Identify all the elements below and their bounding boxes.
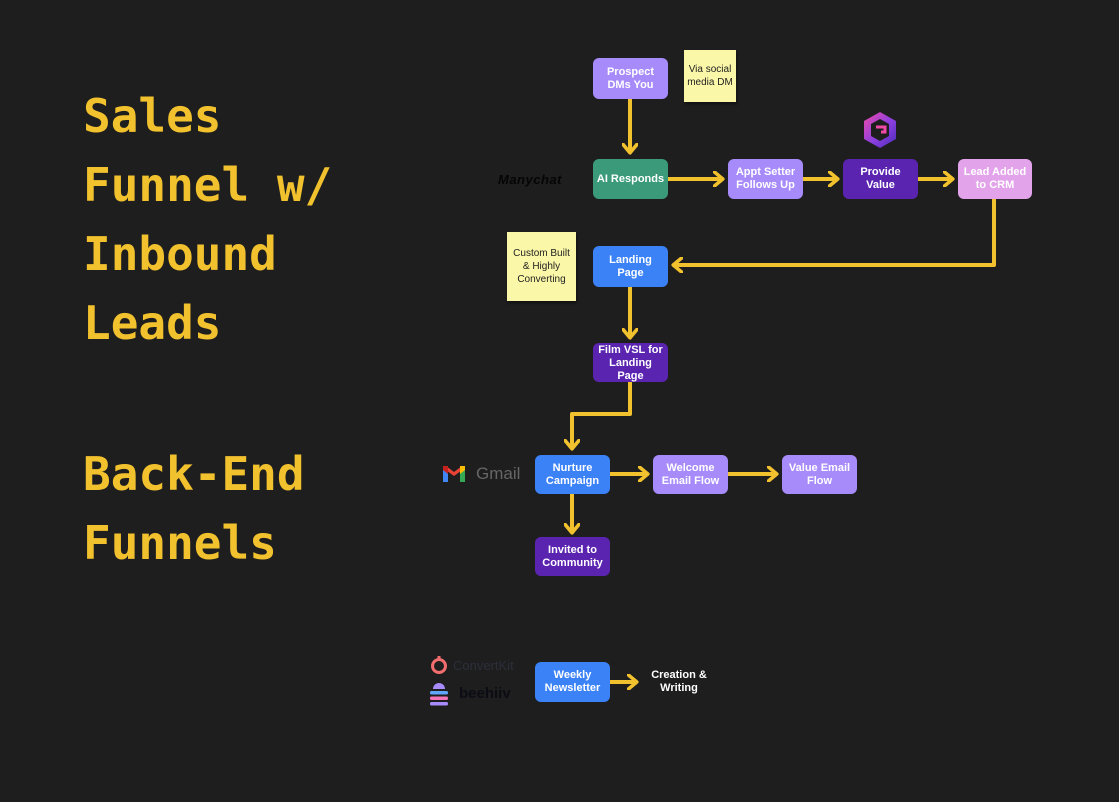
node-welcome-email[interactable]: Welcome Email Flow [653,455,728,494]
manychat-logo: Manychat [498,172,562,187]
beehiiv-icon [430,683,448,706]
gradient-cube-logo-icon [864,112,896,148]
node-landing-page[interactable]: Landing Page [593,246,668,287]
node-invited-community[interactable]: Invited to Community [535,537,610,576]
node-prospect-dms[interactable]: Prospect DMs You [593,58,668,99]
node-creation-writing[interactable]: Creation & Writing [651,669,707,694]
node-film-vsl[interactable]: Film VSL for Landing Page [593,343,668,382]
back-end-funnels-heading: Back-End Funnels [83,447,305,570]
arrow-lead-to-landing [674,197,996,265]
node-value-email[interactable]: Value Email Flow [782,455,857,494]
node-provide-value[interactable]: Provide Value [843,159,918,199]
node-lead-added[interactable]: Lead Added to CRM [958,159,1032,199]
gmail-logo-text: Gmail [476,464,521,483]
beehiiv-logo-text: beehiiv [459,685,511,702]
gmail-icon [443,466,465,482]
node-weekly-newsletter[interactable]: Weekly Newsletter [535,662,610,702]
note-custom-built: Custom Built & Highly Converting [507,232,576,301]
node-ai-responds[interactable]: AI Responds [593,159,668,199]
sales-funnel-heading: Sales Funnel w/ Inbound Leads [83,89,333,350]
arrow-vsl-to-nurture [572,380,632,448]
convertkit-logo-text: ConvertKit [453,658,514,673]
note-via-social: Via social media DM [684,50,736,102]
node-appt-setter[interactable]: Appt Setter Follows Up [728,159,803,199]
convertkit-icon [431,656,447,674]
node-nurture-campaign[interactable]: Nurture Campaign [535,455,610,494]
